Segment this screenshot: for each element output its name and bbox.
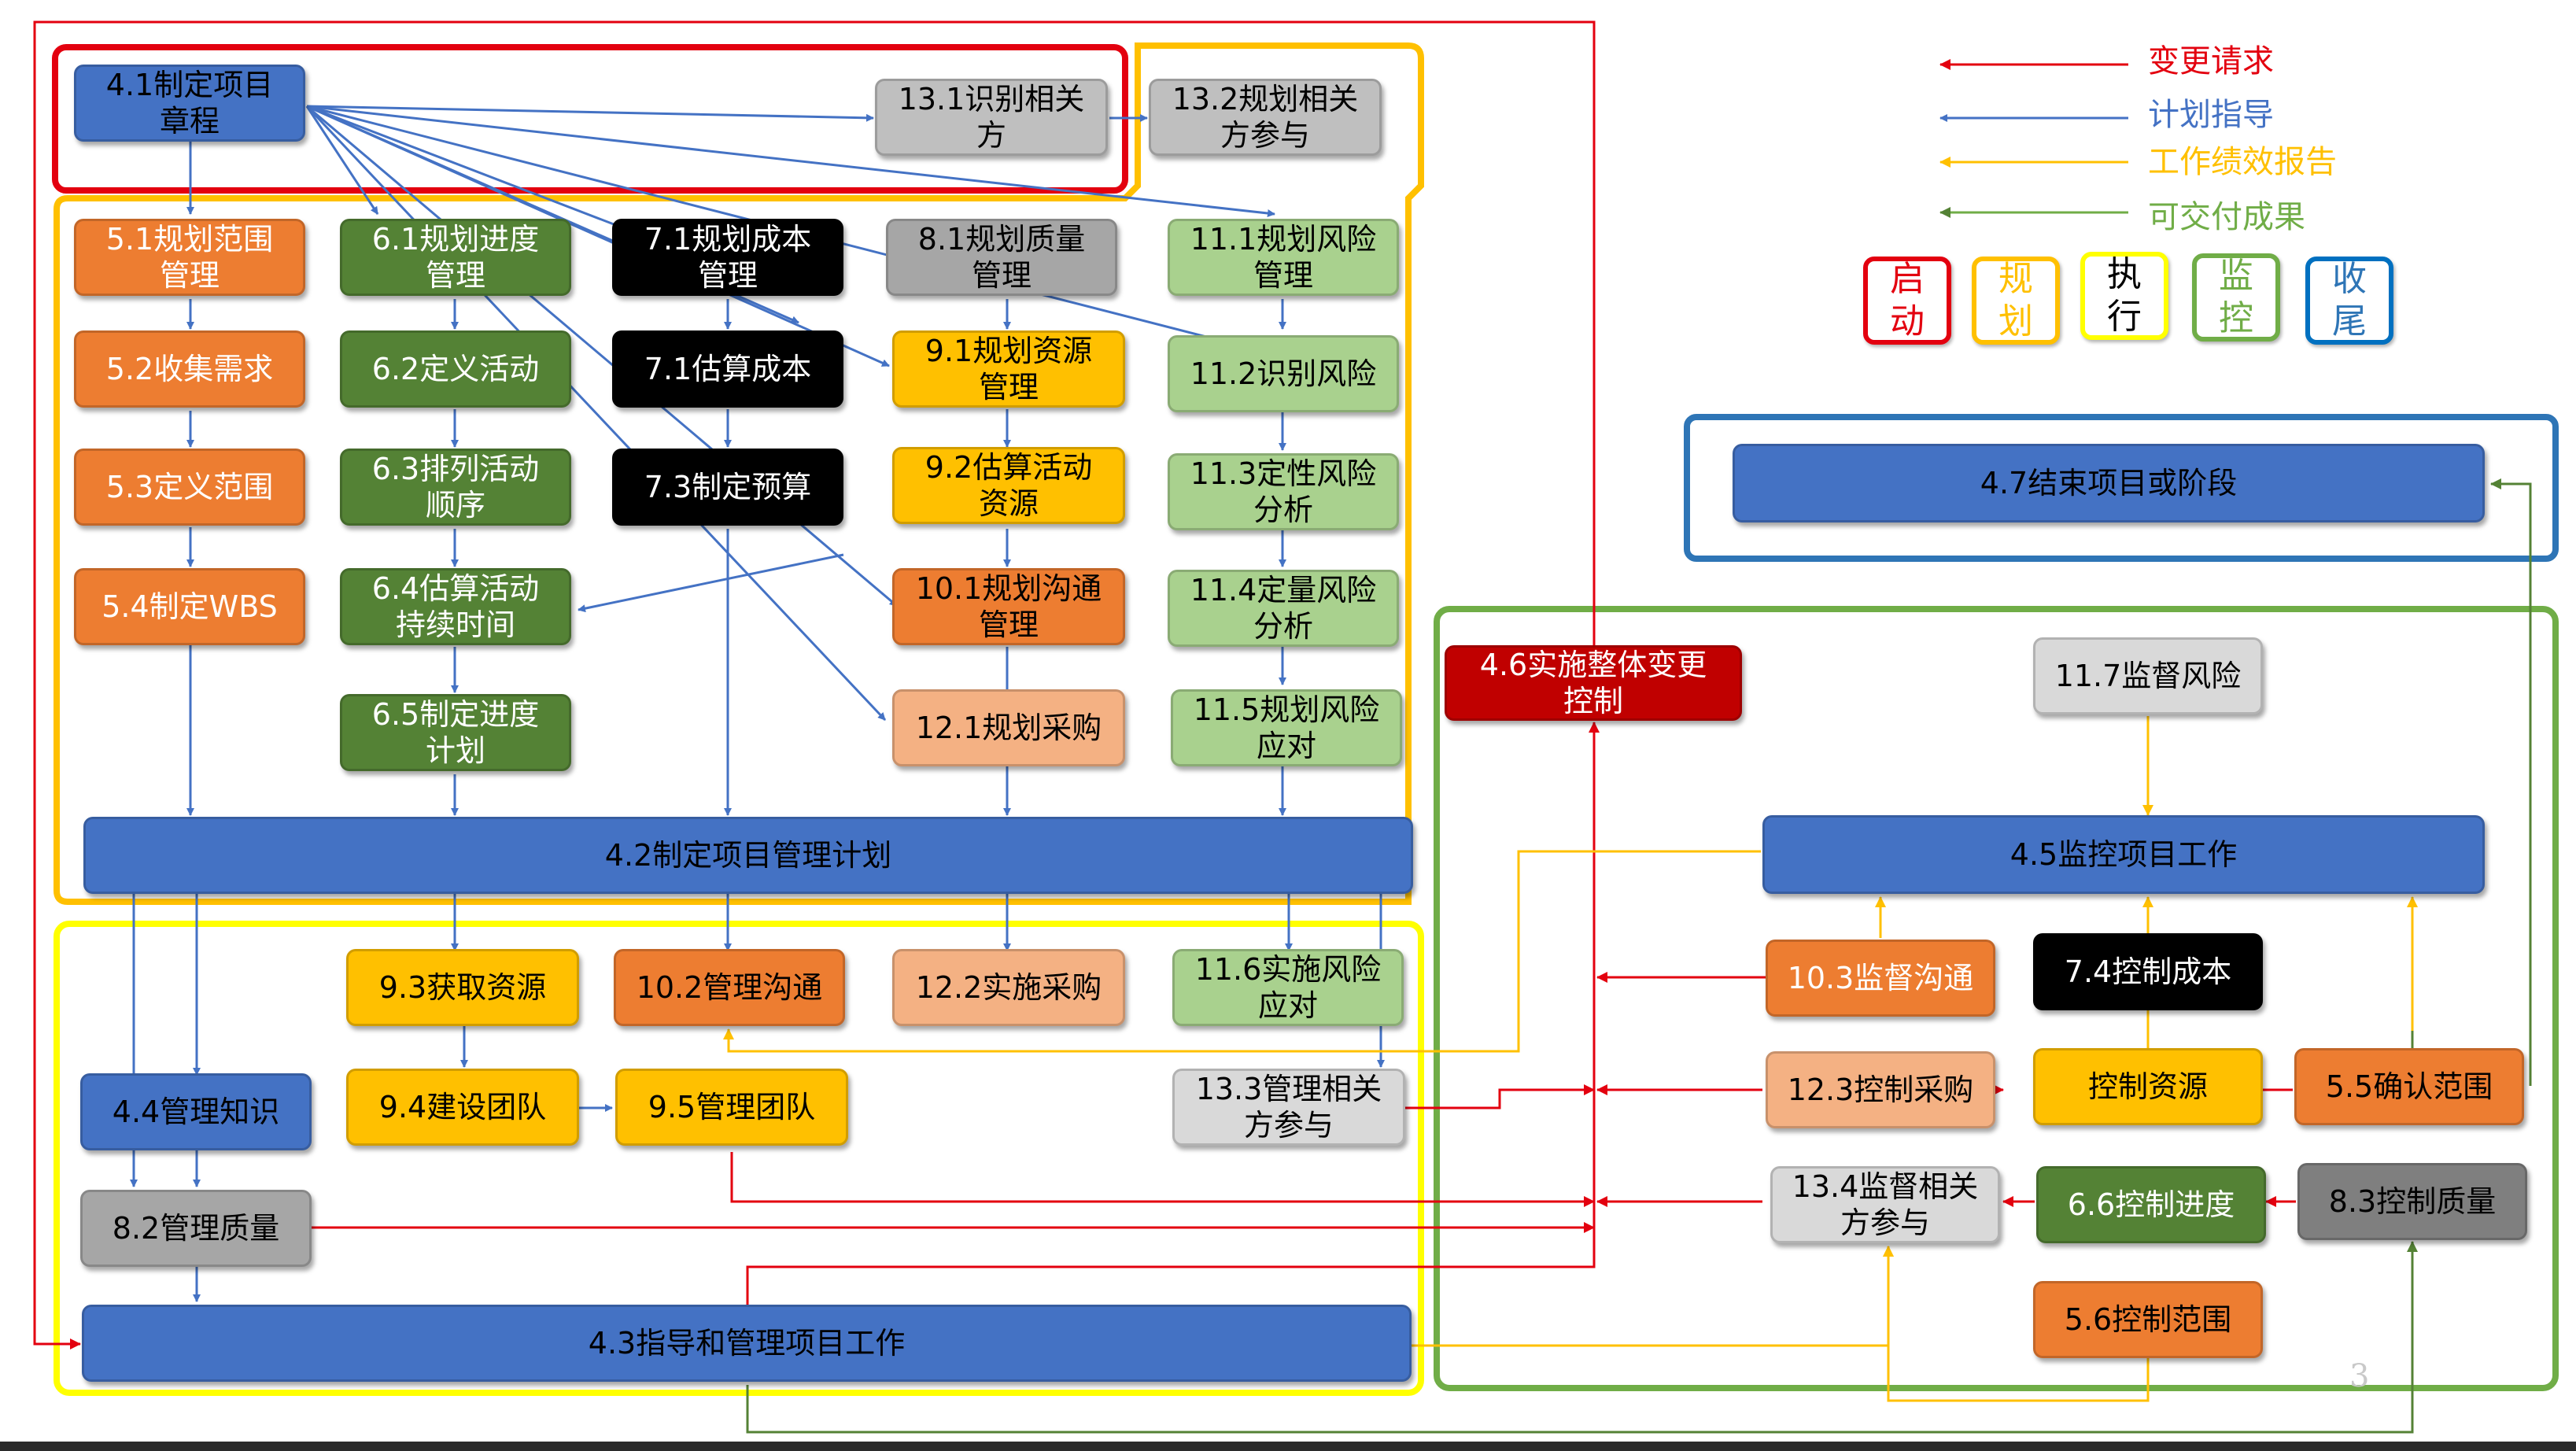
page-number: 3 <box>2349 1358 2370 1394</box>
performance-report-arrows <box>723 716 2418 1402</box>
node-5-5-validate-scope[interactable]: 5.5确认范围 <box>2294 1048 2524 1125</box>
node-11-2-identify-risks[interactable]: 11.2识别风险 <box>1168 335 1399 412</box>
planning-frame <box>54 42 1424 905</box>
node-13-1-identify-stakeholders[interactable]: 13.1识别相关 方 <box>875 79 1108 156</box>
node-8-1-plan-quality[interactable]: 8.1规划质量 管理 <box>886 219 1117 296</box>
node-10-2-manage-communications[interactable]: 10.2管理沟通 <box>614 949 845 1026</box>
node-5-1-plan-scope[interactable]: 5.1规划范围 管理 <box>74 219 305 296</box>
node-6-4-estimate-durations[interactable]: 6.4估算活动 持续时间 <box>340 568 571 645</box>
node-12-2-conduct-procurements[interactable]: 12.2实施采购 <box>892 949 1125 1026</box>
legend-label-deliverables: 可交付成果 <box>2148 199 2305 235</box>
node-4-6-integrated-change-control[interactable]: 4.6实施整体变更 控制 <box>1445 645 1742 721</box>
node-13-3-manage-stakeholder-engagement[interactable]: 13.3管理相关 方参与 <box>1172 1069 1405 1146</box>
phase-executing: 执 行 <box>2080 252 2168 340</box>
phase-closing: 收 尾 <box>2305 257 2393 345</box>
bottom-bar <box>0 1442 2576 1451</box>
node-12-1-plan-procurement[interactable]: 12.1规划采购 <box>892 689 1125 766</box>
group-frames <box>52 42 2559 1396</box>
node-4-7-close-project[interactable]: 4.7结束项目或阶段 <box>1733 444 2485 522</box>
planning-guidance-arrows <box>130 105 1385 1302</box>
legend-label-change-request: 变更请求 <box>2148 43 2274 79</box>
node-5-6-control-scope[interactable]: 5.6控制范围 <box>2033 1281 2263 1358</box>
node-7-4-control-costs[interactable]: 7.4控制成本 <box>2033 933 2263 1010</box>
node-4-1-develop-charter[interactable]: 4.1制定项目 章程 <box>74 65 305 142</box>
monitoring-frame <box>1434 606 2559 1391</box>
node-11-7-monitor-risks[interactable]: 11.7监督风险 <box>2033 637 2263 714</box>
node-9-2-estimate-activity-resources[interactable]: 9.2估算活动 资源 <box>892 447 1125 524</box>
node-6-5-develop-schedule[interactable]: 6.5制定进度 计划 <box>340 694 571 771</box>
node-12-3-control-procurements[interactable]: 12.3控制采购 <box>1766 1051 1995 1128</box>
node-13-2-plan-stakeholder-engagement[interactable]: 13.2规划相关 方参与 <box>1149 79 1382 156</box>
node-control-resources[interactable]: 控制资源 <box>2033 1048 2263 1125</box>
node-6-3-sequence-activities[interactable]: 6.3排列活动 顺序 <box>340 449 571 526</box>
node-8-3-control-quality[interactable]: 8.3控制质量 <box>2297 1163 2527 1240</box>
node-9-1-plan-resources[interactable]: 9.1规划资源 管理 <box>892 330 1125 408</box>
node-4-2-develop-pm-plan[interactable]: 4.2制定项目管理计划 <box>83 817 1413 894</box>
node-11-5-plan-risk-responses[interactable]: 11.5规划风险 应对 <box>1171 689 1402 766</box>
node-9-3-acquire-resources[interactable]: 9.3获取资源 <box>346 949 579 1026</box>
node-11-6-implement-risk-responses[interactable]: 11.6实施风险 应对 <box>1172 949 1404 1026</box>
node-5-4-create-wbs[interactable]: 5.4制定WBS <box>74 568 305 645</box>
phase-monitoring: 监 控 <box>2192 253 2280 342</box>
node-10-1-plan-communications[interactable]: 10.1规划沟通 管理 <box>892 568 1125 645</box>
node-4-3-direct-manage-work[interactable]: 4.3指导和管理项目工作 <box>82 1305 1412 1382</box>
node-7-1-estimate-costs[interactable]: 7.1估算成本 <box>612 330 843 408</box>
node-13-4-monitor-stakeholder-engagement[interactable]: 13.4监督相关 方参与 <box>1770 1166 2000 1243</box>
node-11-3-qualitative-analysis[interactable]: 11.3定性风险 分析 <box>1168 453 1399 530</box>
closing-frame <box>1684 414 2559 562</box>
legend-label-performance-report: 工作绩效报告 <box>2148 144 2337 180</box>
node-9-4-develop-team[interactable]: 9.4建设团队 <box>346 1069 579 1146</box>
node-8-2-manage-quality[interactable]: 8.2管理质量 <box>80 1190 312 1267</box>
node-6-6-control-schedule[interactable]: 6.6控制进度 <box>2036 1166 2266 1243</box>
node-11-4-quantitative-analysis[interactable]: 11.4定量风险 分析 <box>1168 570 1399 647</box>
legend-label-planning-guidance: 计划指导 <box>2148 97 2274 133</box>
node-5-2-collect-requirements[interactable]: 5.2收集需求 <box>74 330 305 408</box>
node-4-4-manage-knowledge[interactable]: 4.4管理知识 <box>80 1073 312 1150</box>
node-5-3-define-scope[interactable]: 5.3定义范围 <box>74 449 305 526</box>
node-7-3-determine-budget[interactable]: 7.3制定预算 <box>612 449 843 526</box>
node-10-3-monitor-communications[interactable]: 10.3监督沟通 <box>1766 940 1995 1017</box>
phase-initiating: 启 动 <box>1863 257 1951 345</box>
legend-lines <box>1939 59 2128 218</box>
node-7-1-plan-cost[interactable]: 7.1规划成本 管理 <box>612 219 843 296</box>
node-6-2-define-activities[interactable]: 6.2定义活动 <box>340 330 571 408</box>
node-11-1-plan-risk[interactable]: 11.1规划风险 管理 <box>1168 219 1399 296</box>
executing-frame <box>54 921 1424 1396</box>
node-9-5-manage-team[interactable]: 9.5管理团队 <box>615 1069 848 1146</box>
phase-planning: 规 划 <box>1972 257 2060 345</box>
node-6-1-plan-schedule[interactable]: 6.1规划进度 管理 <box>340 219 571 296</box>
node-4-5-monitor-control-work[interactable]: 4.5监控项目工作 <box>1762 815 2485 894</box>
